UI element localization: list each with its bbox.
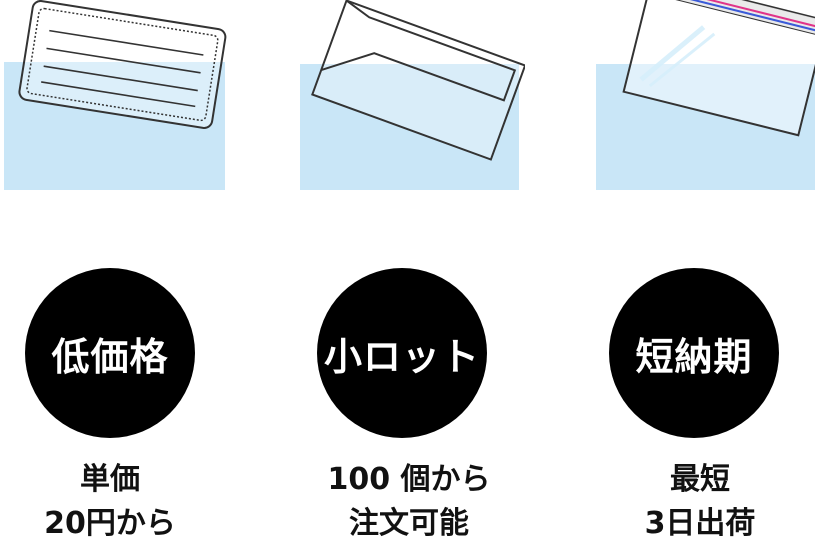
caption-line-2: 注文可能 bbox=[349, 506, 469, 541]
feature-small-lot: 小ロット 100 個から 注文可能 bbox=[295, 0, 525, 552]
caption-line-1: 単価 bbox=[80, 462, 140, 497]
short-delivery-badge: 短納期 bbox=[609, 268, 779, 438]
low-price-badge: 低価格 bbox=[25, 268, 195, 438]
mask-icon bbox=[4, 0, 227, 190]
small-lot-caption: 100 個から 注文可能 bbox=[303, 458, 515, 546]
caption-line-2: 20円から bbox=[44, 506, 176, 541]
opp-bag-icon bbox=[596, 0, 815, 190]
low-price-caption: 単価 20円から bbox=[4, 458, 216, 546]
caption-line-1: 最短 bbox=[670, 462, 730, 497]
caption-line-1: 100 個から bbox=[327, 462, 491, 497]
small-lot-badge: 小ロット bbox=[317, 268, 487, 438]
feature-short-delivery: 短納期 最短 3日出荷 bbox=[591, 0, 815, 552]
illustration-mask bbox=[4, 0, 234, 200]
feature-low-price: 低価格 単価 20円から bbox=[4, 0, 234, 552]
illustration-envelope bbox=[295, 0, 525, 200]
short-delivery-caption: 最短 3日出荷 bbox=[594, 458, 806, 546]
caption-line-2: 3日出荷 bbox=[644, 506, 756, 541]
envelope-icon bbox=[300, 0, 525, 190]
illustration-opp-bag bbox=[591, 0, 815, 200]
